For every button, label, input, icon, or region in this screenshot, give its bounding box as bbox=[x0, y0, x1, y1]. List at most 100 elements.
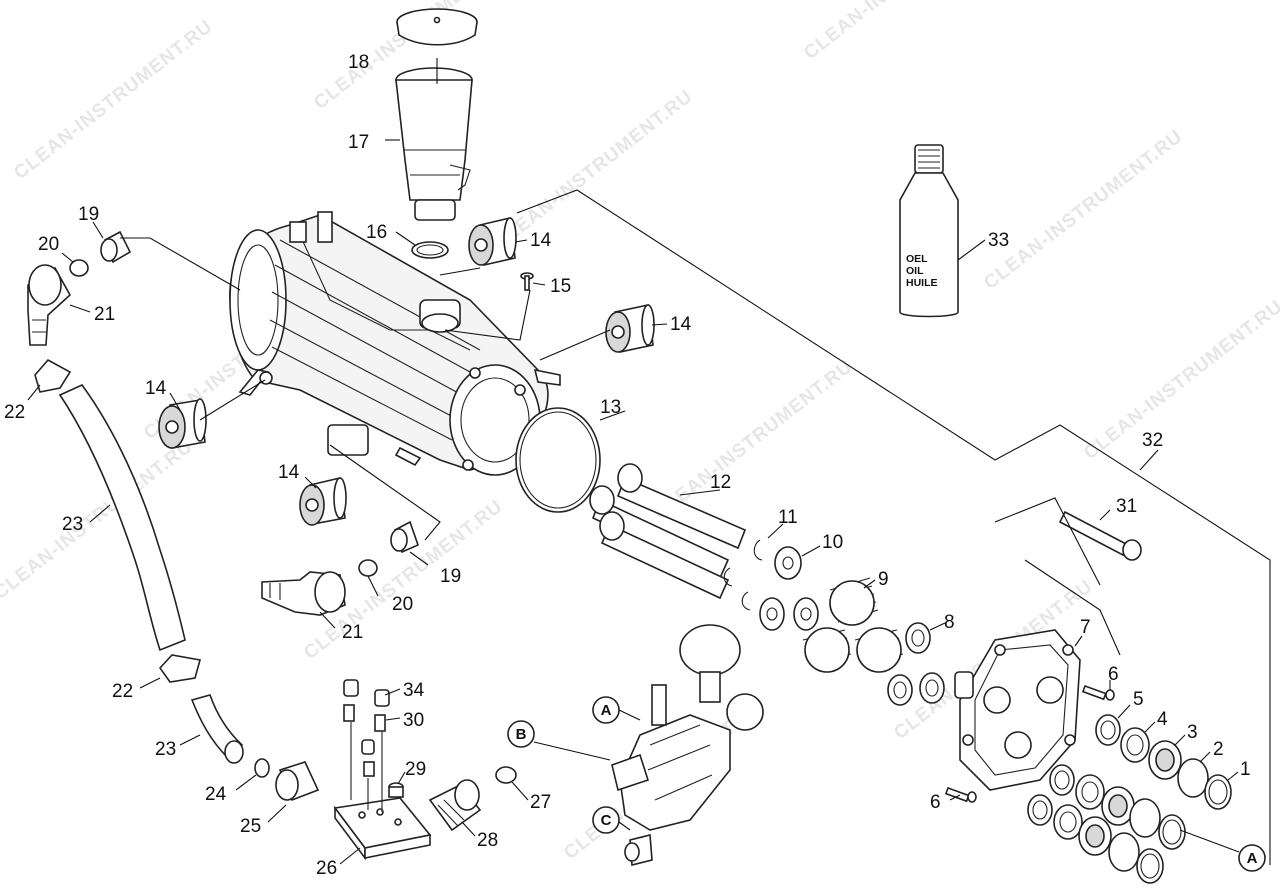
oring-20-top bbox=[69, 259, 89, 277]
callout-31: 31 bbox=[1116, 496, 1137, 517]
plug-19-top bbox=[100, 230, 132, 264]
watermark: CLEAN-INSTRUMENT.RU bbox=[650, 356, 857, 524]
hose-clip-22-top bbox=[34, 358, 72, 393]
oil-cup-lid bbox=[396, 8, 478, 46]
oring-13 bbox=[515, 407, 601, 513]
callout-18: 18 bbox=[348, 52, 369, 73]
plug-28 bbox=[428, 779, 482, 832]
callout-29: 29 bbox=[405, 759, 426, 780]
cap-29 bbox=[388, 782, 404, 798]
callout-10: 10 bbox=[822, 532, 843, 553]
callout-33: 33 bbox=[988, 230, 1009, 251]
callout-23-b: 23 bbox=[155, 739, 176, 760]
marker-a-head-label: A bbox=[1247, 850, 1258, 867]
watermark: CLEAN-INSTRUMENT.RU bbox=[1080, 296, 1280, 464]
bearing-14-left bbox=[158, 398, 207, 449]
watermark: CLEAN-INSTRUMENT.RU bbox=[10, 16, 217, 184]
callout-5: 5 bbox=[1133, 689, 1144, 710]
washers-10 bbox=[759, 546, 819, 631]
marker-a-valve: A bbox=[592, 696, 620, 724]
nut-25 bbox=[275, 761, 320, 802]
callout-13: 13 bbox=[600, 397, 621, 418]
leader-lines bbox=[27, 58, 1240, 865]
marker-a-label: A bbox=[601, 702, 612, 719]
callout-23-a: 23 bbox=[62, 514, 83, 535]
callout-14-b: 14 bbox=[670, 314, 692, 335]
bearing-14-top bbox=[468, 217, 517, 266]
marker-c: C bbox=[592, 806, 620, 834]
callout-labels: 18 17 16 14 15 14 14 14 13 12 11 10 9 8 … bbox=[4, 52, 1251, 879]
callout-14-d: 14 bbox=[278, 462, 300, 483]
marker-b: B bbox=[507, 720, 535, 748]
valve-assembly bbox=[611, 624, 764, 867]
bracket-32-line bbox=[516, 189, 1271, 865]
callout-4: 4 bbox=[1157, 709, 1168, 730]
callout-19-b: 19 bbox=[440, 566, 461, 587]
bottle-label-line3: HUILE bbox=[906, 277, 938, 289]
callout-25: 25 bbox=[240, 816, 261, 837]
seal-set-1-5 bbox=[1027, 714, 1232, 884]
watermark: CLEAN-INSTRUMENT.RU bbox=[980, 126, 1187, 294]
bolt-6-upper bbox=[1081, 684, 1115, 701]
callout-15: 15 bbox=[550, 276, 571, 297]
bearing-14-mid bbox=[605, 304, 655, 353]
manifold-26 bbox=[333, 797, 432, 861]
oil-bottle-33: OEL OIL HUILE bbox=[899, 144, 959, 318]
hose-23-short-end bbox=[224, 740, 244, 764]
callout-8: 8 bbox=[944, 612, 955, 633]
callout-32: 32 bbox=[1142, 430, 1163, 451]
callout-16: 16 bbox=[366, 222, 387, 243]
bottle-label-line1: OEL bbox=[906, 253, 928, 265]
callout-17: 17 bbox=[348, 132, 369, 153]
bolt-6-lower bbox=[944, 786, 977, 803]
screw-15 bbox=[520, 272, 534, 291]
callout-6-b: 6 bbox=[930, 792, 941, 813]
oring-27 bbox=[495, 766, 517, 784]
callout-2: 2 bbox=[1213, 739, 1224, 760]
pistons-12 bbox=[589, 463, 747, 600]
watermark: CLEAN-INSTRUMENT.RU bbox=[490, 86, 697, 254]
marker-a-head: A bbox=[1238, 844, 1266, 872]
callout-9: 9 bbox=[878, 569, 889, 590]
bolt-31-bracket bbox=[994, 497, 1101, 586]
callout-20-b: 20 bbox=[392, 594, 413, 615]
callout-21-a: 21 bbox=[94, 304, 115, 325]
plug-19-bottom bbox=[390, 520, 419, 554]
marker-c-label: C bbox=[601, 812, 612, 829]
callout-27: 27 bbox=[530, 792, 551, 813]
callout-6-a: 6 bbox=[1108, 664, 1119, 685]
callout-30: 30 bbox=[403, 710, 424, 731]
spring-retainers-8 bbox=[887, 622, 945, 706]
callout-19-a: 19 bbox=[78, 204, 99, 225]
fittings-30-34 bbox=[343, 679, 390, 812]
callout-20-a: 20 bbox=[38, 234, 59, 255]
callout-3: 3 bbox=[1187, 722, 1198, 743]
elbow-fitting-21-bottom bbox=[261, 571, 346, 616]
callout-14-a: 14 bbox=[530, 230, 552, 251]
callout-14-c: 14 bbox=[145, 378, 167, 399]
callout-1: 1 bbox=[1240, 759, 1251, 780]
bearing-14-lower bbox=[299, 477, 347, 526]
callout-22-a: 22 bbox=[4, 402, 25, 423]
hose-23 bbox=[58, 384, 186, 652]
oring-16-inner bbox=[416, 244, 444, 256]
springs-9 bbox=[802, 577, 904, 673]
callout-7: 7 bbox=[1080, 617, 1091, 638]
callout-28: 28 bbox=[477, 830, 498, 851]
head-bracket bbox=[1024, 559, 1121, 656]
bottle-label-line2: OIL bbox=[906, 265, 924, 277]
oil-reservoir-cup bbox=[395, 67, 473, 221]
callout-12: 12 bbox=[710, 472, 731, 493]
elbow-fitting-21-top bbox=[27, 264, 72, 346]
watermark: CLEAN-INSTRUMENT.RU bbox=[800, 0, 1007, 64]
marker-b-label: B bbox=[516, 726, 527, 743]
cylinder-head-7 bbox=[954, 629, 1081, 791]
callout-24: 24 bbox=[205, 784, 227, 805]
hose-clip-22-bottom bbox=[158, 654, 202, 683]
callout-21-b: 21 bbox=[342, 622, 363, 643]
callout-34: 34 bbox=[403, 680, 425, 701]
callout-26: 26 bbox=[316, 858, 337, 879]
callout-22-b: 22 bbox=[112, 681, 133, 702]
oring-24 bbox=[254, 758, 270, 778]
